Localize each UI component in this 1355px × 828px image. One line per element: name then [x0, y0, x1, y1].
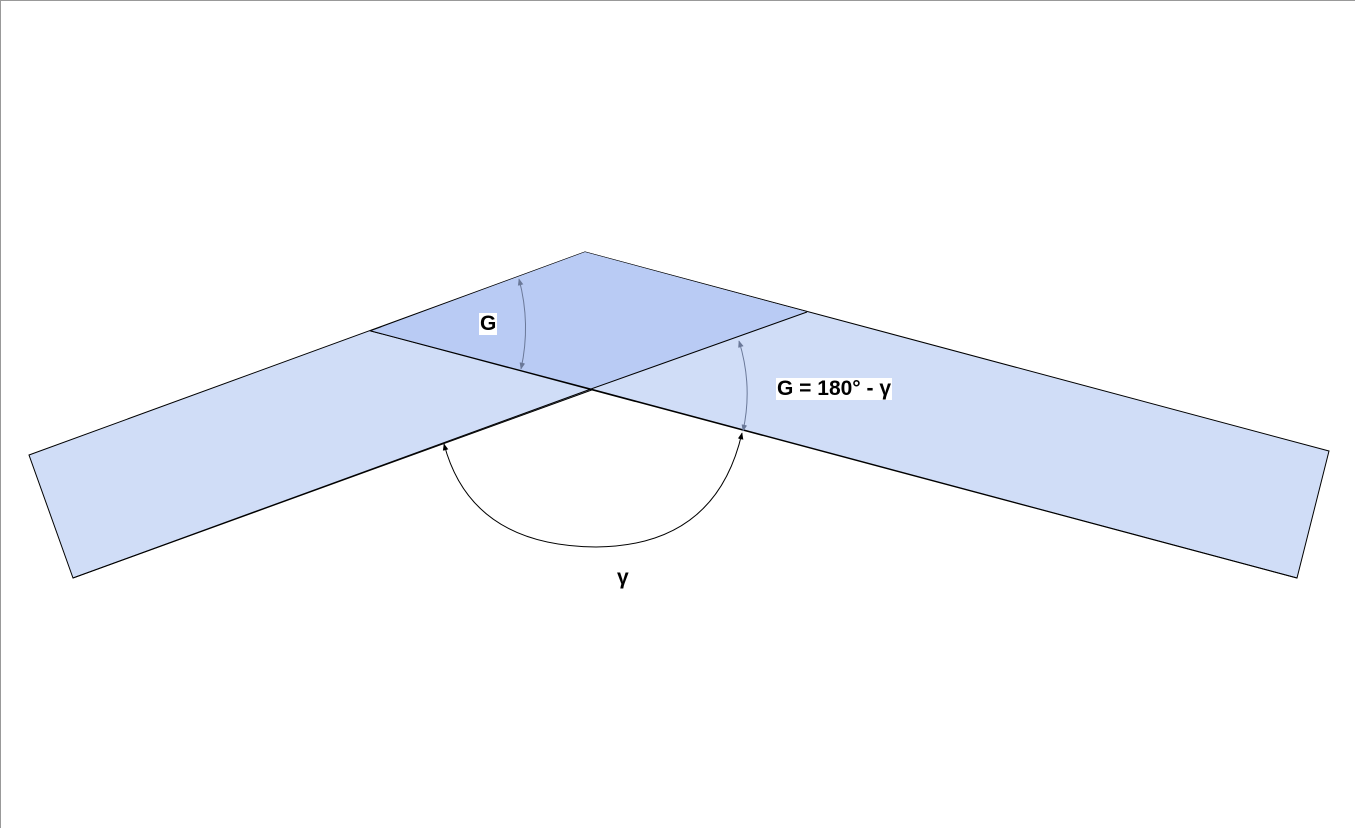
inner-angle-label: G: [479, 312, 498, 335]
gamma-angle-arrow: [442, 432, 744, 548]
inner-angle-arrow: [517, 278, 526, 370]
gamma-label: γ: [617, 566, 629, 589]
overlap-region: [371, 252, 807, 389]
band-edge-left-lower: [72, 388, 592, 579]
band-edge-lower: [590, 388, 1298, 579]
formula-angle-arrow: [738, 340, 748, 432]
formula-label: G = 180° - γ: [776, 377, 893, 400]
